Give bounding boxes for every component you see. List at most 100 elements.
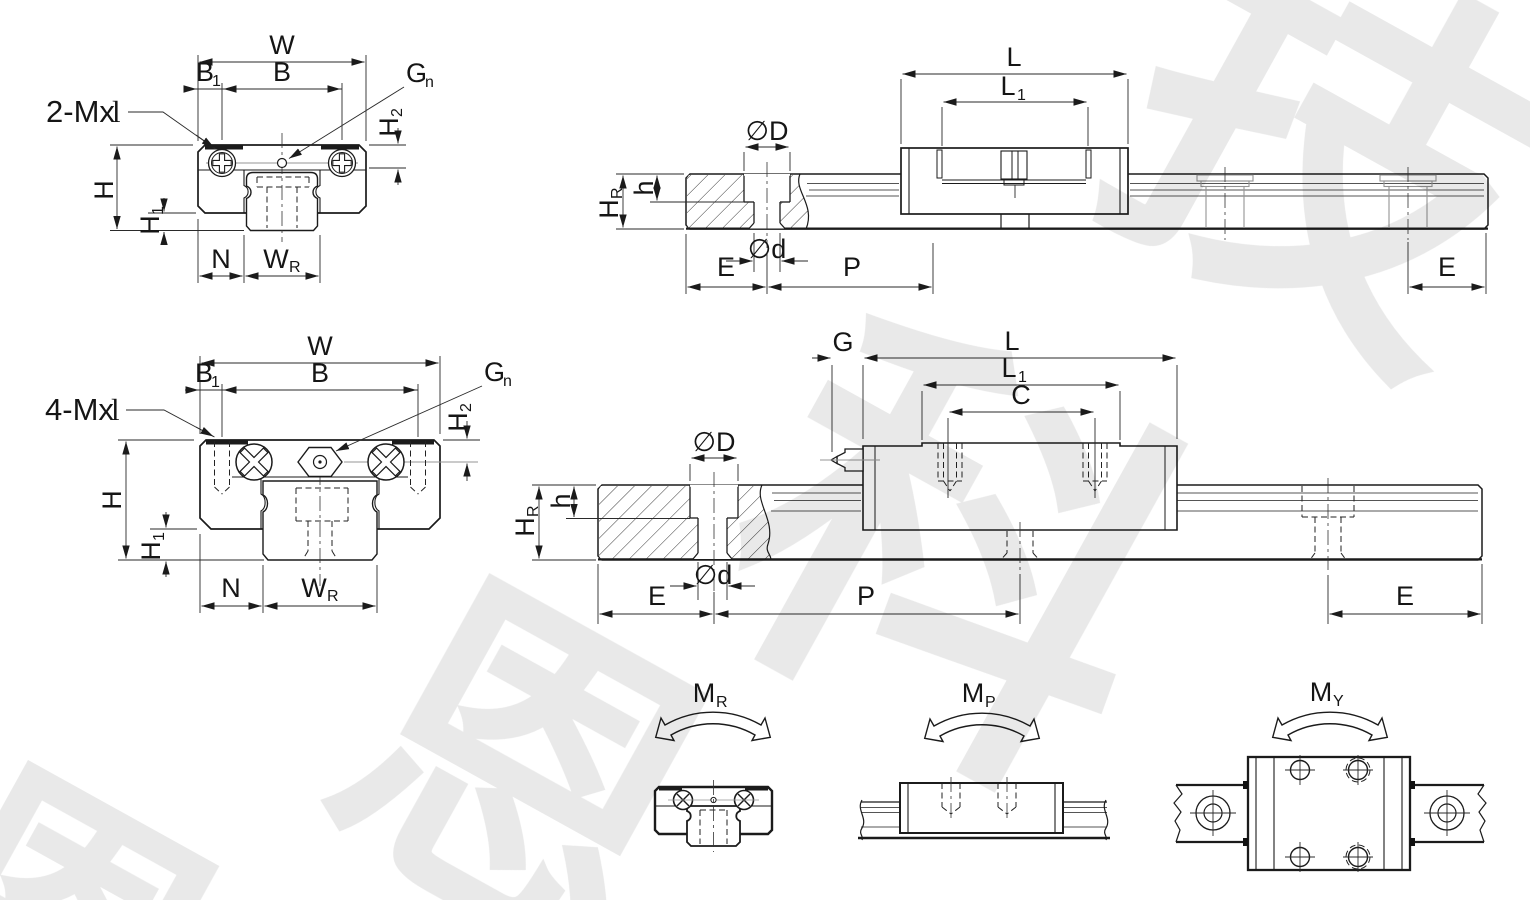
mini-top-view: [1173, 755, 1487, 872]
cross-screw-icon: [235, 443, 273, 481]
dim-label-n: N: [221, 573, 241, 603]
dim-label-h2: H 2: [443, 403, 475, 432]
dim-label-b: B: [273, 57, 291, 87]
dim-label-p: P: [857, 581, 875, 611]
counterbore-hole-section: [743, 174, 791, 229]
yaw-arrow-icon: [1271, 711, 1389, 742]
dim-label-gn: G: [406, 58, 427, 88]
screw-spec-label: 2-Mx: [46, 94, 115, 129]
dim-label-l1: L: [1000, 71, 1015, 101]
moment-label-my: M: [1310, 677, 1333, 707]
moment-roll-diagram: M R: [653, 678, 774, 852]
dim-label-l: L: [1004, 326, 1019, 356]
svg-text:H: H: [594, 199, 624, 219]
svg-text:H: H: [135, 215, 165, 235]
dim-label-gn: G: [484, 357, 505, 387]
svg-text:H: H: [374, 117, 404, 137]
svg-text:1: 1: [150, 206, 167, 215]
dim-label-h: H: [89, 180, 119, 200]
dim-label-h1: H 1: [135, 206, 167, 235]
mount-hole-icon: [1285, 755, 1373, 872]
moment-yaw-diagram: M Y: [1173, 677, 1487, 872]
counterbore-hole-section: [689, 485, 739, 560]
moment-label-my-sub: Y: [1333, 693, 1344, 710]
grease-hole-icon: [276, 157, 288, 169]
thread-hole-hidden: [214, 441, 426, 495]
moment-pitch-diagram: M P: [858, 678, 1110, 841]
dim-label-l1-sub: 1: [1017, 87, 1026, 104]
dim-label-l1-sub: 1: [1018, 369, 1027, 386]
dim-label-hr: H R: [510, 505, 542, 536]
dim-label-b1-sub: 1: [211, 374, 220, 391]
dim-label-b1: B: [196, 57, 214, 87]
moment-label-mr: M: [693, 678, 716, 708]
moment-label-mr-sub: R: [716, 694, 728, 711]
view-front-4hole-carriage: W B 1 B G n 4-Mx l H H 1 H 2 N W: [45, 331, 512, 613]
dimensions-front-2hole: W B 1 B G n 2-Mx l H H 1 H 2 N W: [46, 30, 434, 283]
dim-label-gn-sub: n: [425, 74, 434, 91]
moment-label-mp-sub: P: [985, 694, 996, 711]
phillips-screw-icon: [207, 148, 237, 178]
grease-nipple-icon: [297, 446, 343, 478]
dimensions-side-2hole: L L 1 ∅D h H R ∅d E P E: [594, 42, 1487, 294]
dim-label-c: C: [1011, 380, 1031, 410]
dim-label-dia-d-small: ∅d: [694, 560, 733, 590]
view-front-2hole-carriage: W B 1 B G n 2-Mx l H H 1 H 2 N W: [46, 30, 434, 283]
dim-label-l: L: [1006, 42, 1021, 72]
dim-label-b: B: [311, 358, 329, 388]
dim-label-e-left: E: [717, 252, 735, 282]
dim-label-gn-sub: n: [503, 373, 512, 390]
dim-label-g: G: [832, 327, 853, 357]
dim-label-w: W: [269, 30, 295, 60]
screw-spec-length: l: [111, 392, 120, 427]
view-side-2hole-rail: L L 1 ∅D h H R ∅d E P E: [594, 42, 1489, 294]
dim-label-h2: H 2: [374, 108, 406, 137]
dim-label-hr: H R: [594, 187, 626, 218]
hole-under-carriage: [1001, 531, 1039, 559]
dim-label-w: W: [307, 331, 333, 361]
svg-text:2: 2: [458, 403, 475, 412]
screw-spec-length: l: [112, 94, 121, 129]
svg-text:H: H: [510, 517, 540, 537]
carriage-side: [862, 442, 1178, 531]
grease-nipple-side-icon: [820, 448, 880, 472]
cross-screw-icon: [367, 443, 405, 481]
dim-label-wr: W: [301, 573, 327, 603]
dim-label-e-right: E: [1396, 581, 1414, 611]
dim-label-dia-d: ∅D: [692, 427, 735, 457]
svg-text:1: 1: [151, 532, 168, 541]
dim-label-e-right: E: [1438, 252, 1456, 282]
dimensions-side-4hole: G L L 1 C ∅D h H R ∅d E P E: [510, 326, 1483, 624]
dim-label-b1-sub: 1: [212, 73, 221, 90]
dim-label-h-depth: h: [546, 493, 576, 508]
dim-label-wr: W: [263, 244, 289, 274]
dim-label-e-left: E: [648, 581, 666, 611]
watermark-char-4: 恩: [0, 711, 270, 900]
svg-text:R: R: [609, 187, 626, 199]
thread-hole-hidden: [937, 443, 1108, 492]
dimensions-front-4hole: W B 1 B G n 4-Mx l H H 1 H 2 N W: [45, 331, 512, 613]
svg-text:2: 2: [389, 108, 406, 117]
dim-label-wr-sub: R: [327, 588, 339, 605]
rail-counterbore-icon: [1190, 790, 1470, 836]
screw-spec-label: 4-Mx: [45, 392, 114, 427]
mini-front-view: [653, 780, 774, 852]
rail-hole-hidden: [1301, 486, 1355, 559]
dim-label-h-depth: h: [629, 180, 659, 195]
thread-hole-hidden: [941, 783, 1017, 815]
dim-label-l1: L: [1001, 353, 1016, 383]
dim-label-wr-sub: R: [289, 259, 301, 276]
dim-label-dia-d: ∅D: [745, 116, 788, 146]
view-side-4hole-rail: G L L 1 C ∅D h H R ∅d E P E: [510, 326, 1483, 624]
dim-label-b1: B: [195, 358, 213, 388]
moment-label-mp: M: [962, 678, 985, 708]
watermark-char-2: 科: [653, 245, 1257, 876]
dim-label-n: N: [211, 244, 231, 274]
svg-text:R: R: [525, 505, 542, 517]
mini-side-view: [858, 777, 1110, 841]
dim-label-p: P: [843, 252, 861, 282]
carriage-side: [900, 147, 1129, 215]
dim-label-h: H: [97, 490, 127, 510]
